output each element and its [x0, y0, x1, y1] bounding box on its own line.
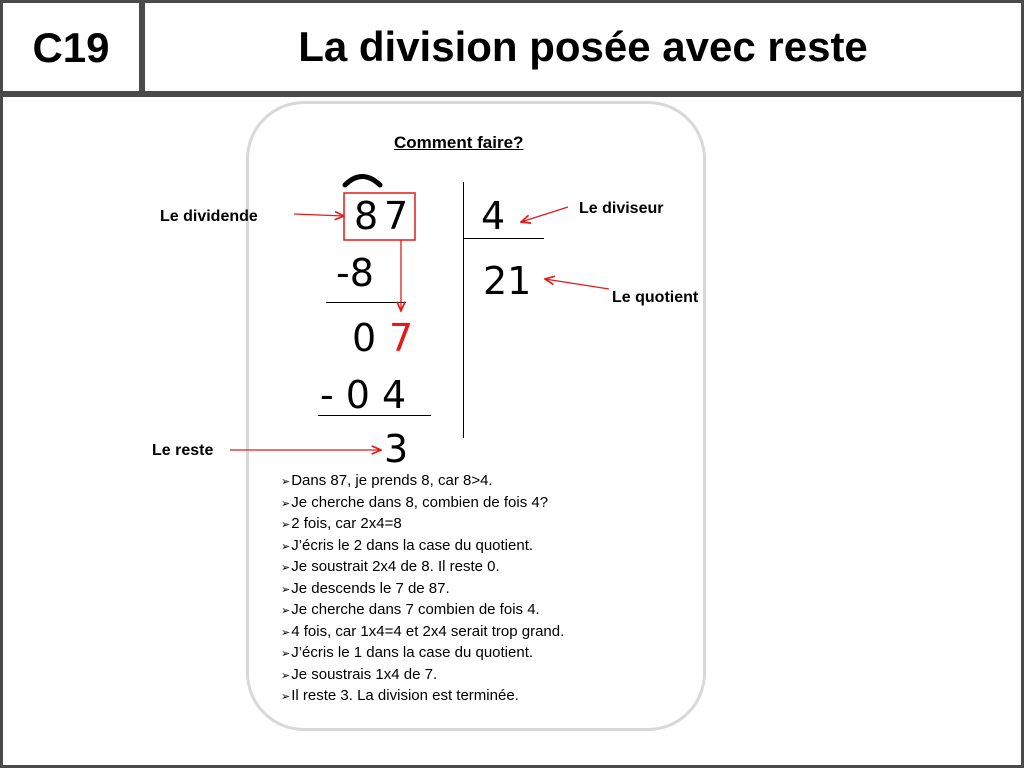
lesson-code: C19	[32, 24, 110, 71]
card-subtitle: Comment faire?	[394, 133, 524, 152]
step-item: ➢2 fois, car 2x4=8	[281, 514, 564, 536]
arrow-bullet-icon: ➢	[281, 561, 291, 574]
first-subtraction: -8	[336, 251, 374, 295]
final-remainder: 3	[384, 427, 409, 471]
page-title: La division posée avec reste	[298, 23, 868, 70]
step-item: ➢Je soustrait 2x4 de 8. Il reste 0.	[281, 557, 564, 579]
dividend-second-digit: 7	[384, 194, 409, 238]
step-text: Il reste 3. La division est terminée.	[291, 687, 519, 704]
step-text: J’écris le 1 dans la case du quotient.	[291, 644, 534, 661]
step-text: 2 fois, car 2x4=8	[291, 515, 402, 532]
arrow-bullet-icon: ➢	[281, 668, 291, 682]
first-subtraction-line	[326, 302, 406, 303]
step-item: ➢4 fois, car 1x4=4 et 2x4 serait trop gr…	[281, 622, 564, 644]
step-text: Je cherche dans 8, combien de fois 4?	[291, 493, 549, 511]
brought-down-digit: 7	[389, 316, 414, 360]
divisor-underline	[463, 238, 544, 239]
arrow-bullet-icon: ➢	[281, 539, 291, 553]
label-quotient: Le quotient	[612, 289, 699, 306]
step-text: Dans 87, je prends 8, car 8>4.	[291, 472, 493, 489]
dividend-first-digit: 8	[354, 194, 379, 238]
arrow-bullet-icon: ➢	[281, 582, 291, 596]
quotient: 21	[483, 259, 532, 303]
label-reste: Le reste	[152, 442, 214, 459]
step-item: ➢Dans 87, je prends 8, car 8>4.	[281, 471, 564, 493]
step-item: ➢J’écris le 1 dans la case du quotient.	[281, 643, 564, 665]
lesson-code-box: C19	[3, 3, 145, 94]
step-text: 4 fois, car 1x4=4 et 2x4 serait trop gra…	[291, 622, 565, 640]
arrow-bullet-icon: ➢	[281, 647, 291, 660]
step-item: ➢Je cherche dans 7 combien de fois 4.	[281, 600, 564, 622]
steps-list: ➢Dans 87, je prends 8, car 8>4.➢Je cherc…	[281, 471, 564, 708]
arrow-bullet-icon: ➢	[281, 475, 291, 488]
step-text: Je cherche dans 7 combien de fois 4.	[291, 601, 540, 618]
explanation-card	[246, 101, 706, 731]
step-item: ➢J’écris le 2 dans la case du quotient.	[281, 536, 564, 558]
divisor: 4	[481, 194, 506, 238]
second-subtraction: - 0 4	[320, 373, 407, 417]
label-dividende: Le dividende	[160, 208, 258, 225]
arrow-bullet-icon: ➢	[281, 518, 291, 531]
header-band: C19 La division posée avec reste	[0, 0, 1024, 97]
arrow-bullet-icon: ➢	[281, 690, 291, 703]
step-item: ➢Je soustrais 1x4 de 7.	[281, 665, 564, 687]
step-text: Je descends le 7 de 87.	[291, 579, 450, 597]
division-vertical-bar	[463, 182, 464, 438]
arrow-bullet-icon: ➢	[281, 625, 291, 639]
arrow-bullet-icon: ➢	[281, 496, 291, 510]
step-item: ➢Il reste 3. La division est terminée.	[281, 686, 564, 708]
first-remainder: 0	[352, 316, 377, 360]
step-text: Je soustrait 2x4 de 8. Il reste 0.	[291, 558, 500, 575]
step-item: ➢Je descends le 7 de 87.	[281, 579, 564, 601]
second-subtraction-line	[318, 415, 431, 416]
step-text: J’écris le 2 dans la case du quotient.	[291, 536, 534, 554]
step-item: ➢Je cherche dans 8, combien de fois 4?	[281, 493, 564, 515]
label-diviseur: Le diviseur	[579, 200, 664, 217]
step-text: Je soustrais 1x4 de 7.	[291, 665, 438, 683]
arrow-bullet-icon: ➢	[281, 604, 291, 617]
